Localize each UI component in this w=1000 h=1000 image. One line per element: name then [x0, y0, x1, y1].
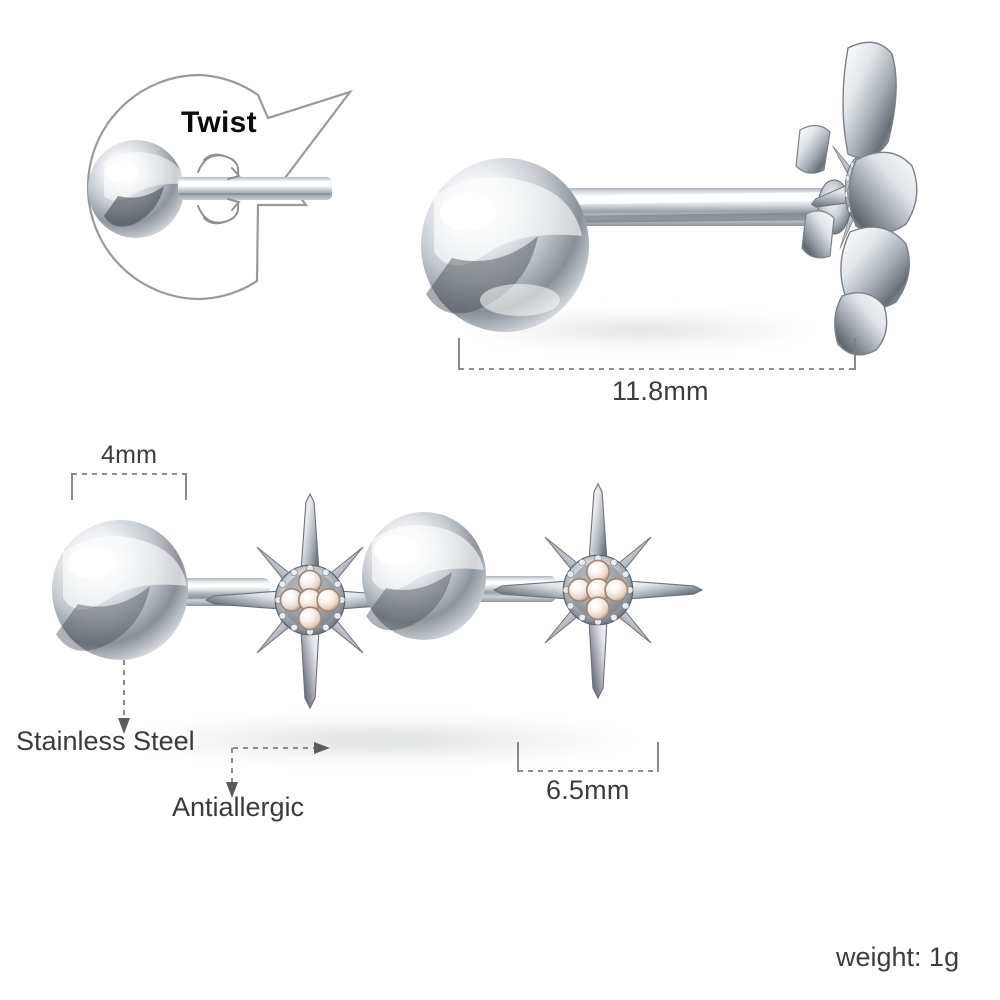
- barbell-side-view-group: [421, 41, 921, 356]
- arrowhead-stainless-steel: [118, 718, 130, 734]
- material-label: Stainless Steel: [16, 726, 195, 756]
- earring-left: [52, 493, 415, 709]
- twist-callout-label: Twist: [181, 106, 257, 139]
- earring-pair-group: [52, 483, 703, 766]
- twist-post: [178, 177, 332, 200]
- dimension-star-label: 6.5mm: [546, 775, 630, 805]
- barbell-star-petals: [795, 41, 918, 356]
- rotation-arrow-bottom: [197, 198, 241, 225]
- dim-11-8mm: [458, 338, 856, 370]
- leader-arrowheads: [118, 718, 330, 798]
- arrowhead-antiallergic-tip: [314, 742, 330, 754]
- leader-antiallergic: [231, 747, 318, 788]
- weight-label: weight: 1g: [836, 942, 960, 972]
- dimension-lines: [71, 338, 856, 788]
- dim-4mm: [71, 473, 187, 500]
- property-label: Antiallergic: [172, 792, 305, 822]
- dimension-ball-label: 4mm: [101, 441, 158, 469]
- arrowhead-antiallergic-label: [226, 782, 238, 798]
- dim-6-5mm: [517, 742, 659, 772]
- rotation-arrow-top: [197, 153, 241, 180]
- twist-callout-group: [86, 73, 353, 301]
- earring-right: [362, 483, 703, 699]
- right-star: [493, 483, 703, 699]
- dimension-total-label: 11.8mm: [612, 376, 709, 406]
